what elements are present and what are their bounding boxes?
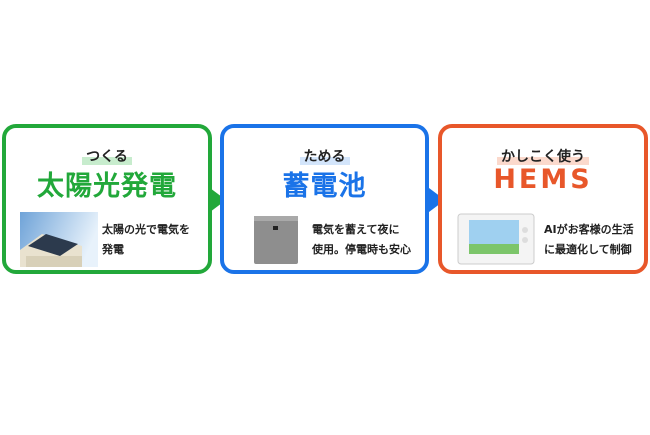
card-desc-line: AIがお客様の生活 [544, 223, 634, 236]
card-desc-line: 電気を蓄えて夜に [312, 223, 400, 236]
card-title: 蓄電池 [282, 171, 367, 202]
card-desc-line: 太陽の光で電気を [102, 223, 190, 236]
card-hems: かしこく使う HEMS AIがお客様の生活に最適化して制御 [438, 124, 648, 274]
card-solar: つくる 太陽光発電 太陽の光で電気を発電 [2, 124, 212, 274]
storage-battery-image [254, 216, 298, 264]
card-subtitle: かしこく使う [497, 149, 589, 165]
card-desc-line: に最適化して制御 [544, 243, 632, 256]
card-battery: ためる 蓄電池 電気を蓄えて夜に使用。停電時も安心 [220, 124, 429, 274]
card-desc-line: 発電 [102, 243, 124, 256]
card-subtitle: つくる [82, 149, 132, 165]
hems-monitor-image [457, 213, 535, 265]
card-subtitle: ためる [299, 149, 350, 165]
house-solar-image [20, 212, 98, 267]
card-desc-line: 使用。停電時も安心 [312, 243, 411, 256]
card-title: HEMS [493, 164, 593, 195]
card-title: 太陽光発電 [37, 171, 177, 202]
